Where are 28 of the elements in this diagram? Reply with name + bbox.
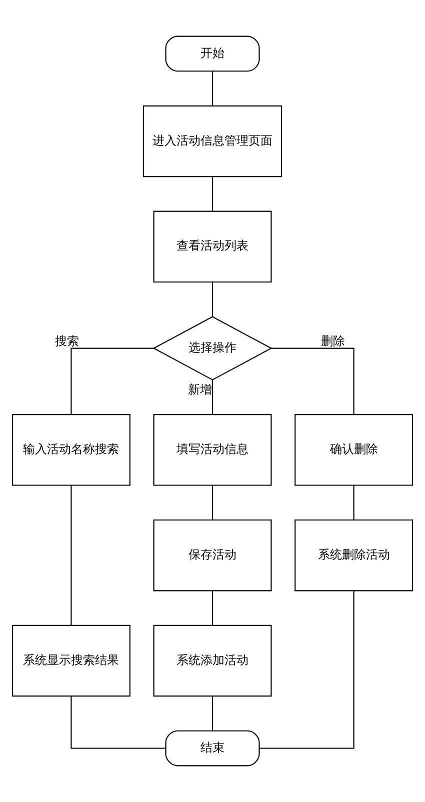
connector [260,590,354,749]
connector [70,348,154,414]
connector [70,696,166,749]
node-diamond: 选择操作 [152,316,272,380]
connector [271,348,354,414]
edge-label: 新增 [188,382,212,397]
connector [212,71,214,106]
connector [212,485,214,520]
node-box: 开始 [165,36,260,72]
node-box: 系统添加活动 [153,624,272,697]
connector [212,696,214,730]
edge-label: 删除 [321,334,346,348]
connector [70,486,72,626]
node-box: 系统显示搜索结果 [12,624,130,697]
node-box: 进入活动信息管理页面 [142,105,282,178]
node-box: 系统删除活动 [294,519,414,592]
node-box: 填写活动信息 [153,414,272,486]
connector [353,485,354,520]
node-box: 保存活动 [153,519,272,592]
connector [212,590,214,626]
connector [212,176,214,212]
connector [212,282,214,317]
node-box: 结束 [165,730,260,766]
edge-label: 搜索 [54,334,79,348]
node-box: 查看活动列表 [153,210,272,283]
connector [212,380,214,414]
node-box: 确认删除 [294,414,414,486]
node-box: 输入活动名称搜索 [12,414,130,486]
